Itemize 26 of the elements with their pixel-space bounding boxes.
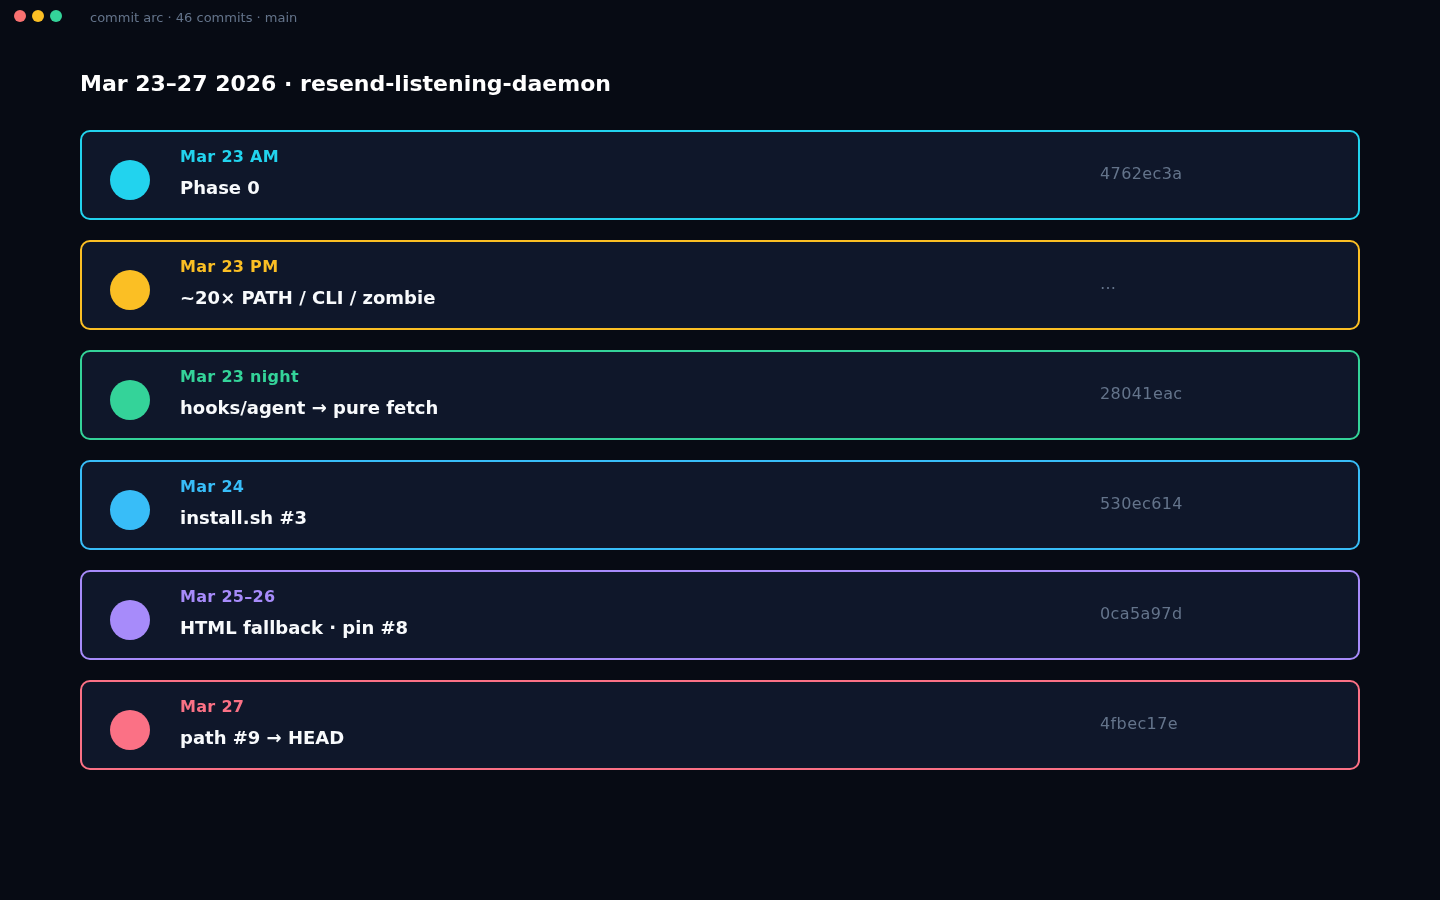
commit-hash: … [1100,274,1117,294]
commit-card [80,570,1360,660]
commit-card [80,680,1360,770]
commit-hash: 530ec614 [1100,494,1183,514]
commit-date: Mar 27 [180,697,245,717]
page-title: Mar 23–27 2026 · resend-listening-daemon [80,70,611,98]
commit-hash: 0ca5a97d [1100,604,1183,624]
commit-card [80,350,1360,440]
commit-date: Mar 25–26 [180,587,276,607]
commit-date: Mar 23 night [180,367,299,387]
commit-message: hooks/agent → pure fetch [180,397,439,419]
commit-hash: 28041eac [1100,384,1183,404]
commit-card [80,240,1360,330]
commit-message: path #9 → HEAD [180,727,345,749]
commit-message: Phase 0 [180,177,260,199]
commit-message: install.sh #3 [180,507,308,529]
commit-card [80,460,1360,550]
header-caption: commit arc · 46 commits · main [90,10,298,26]
commit-hash: 4fbec17e [1100,714,1178,734]
commit-date: Mar 23 PM [180,257,279,277]
commit-date: Mar 24 [180,477,245,497]
commit-message: HTML fallback · pin #8 [180,617,409,639]
commit-hash: 4762ec3a [1100,164,1183,184]
commit-card [80,130,1360,220]
commit-message: ~20× PATH / CLI / zombie [180,287,436,309]
commit-date: Mar 23 AM [180,147,280,167]
